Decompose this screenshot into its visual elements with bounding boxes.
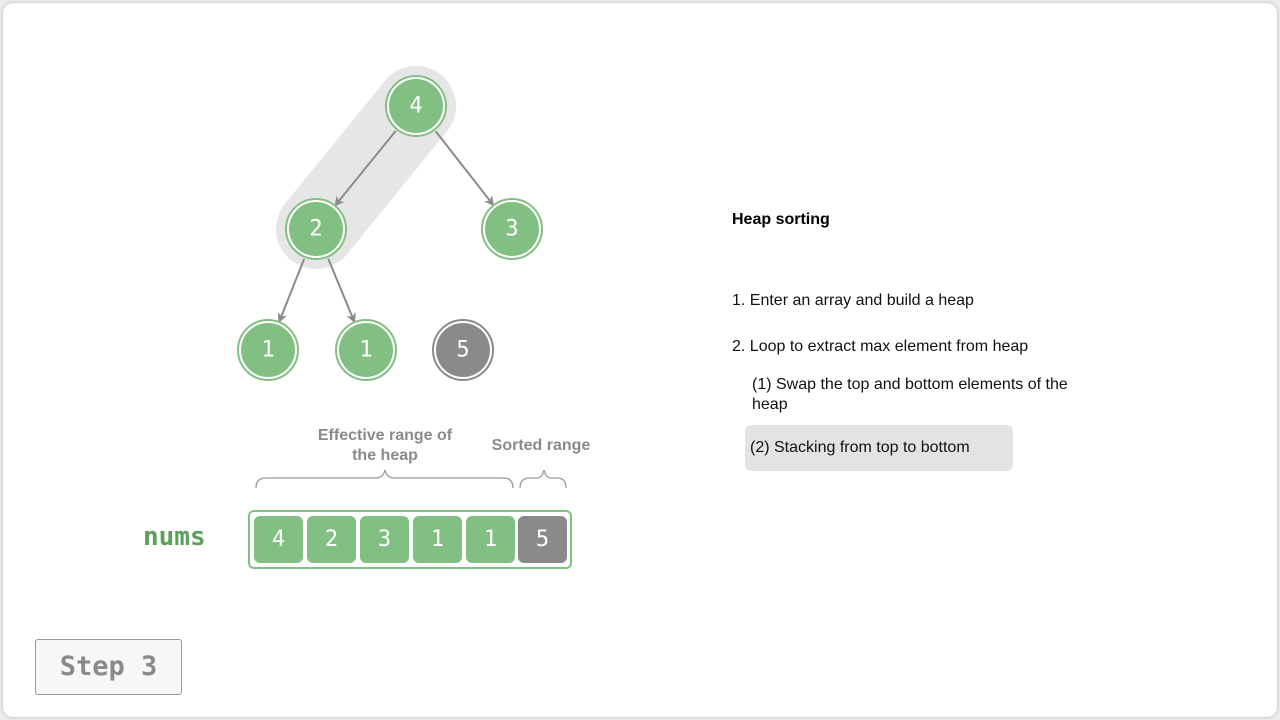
array-name-label: nums <box>143 522 206 552</box>
tree-edge <box>434 130 495 207</box>
tree-edges <box>277 130 495 324</box>
array-cell: 2 <box>307 516 356 563</box>
tree-node-value: 2 <box>309 217 322 242</box>
tree-node: 1 <box>237 319 299 381</box>
tree-node: 5 <box>432 319 494 381</box>
sorted-range-brace <box>519 469 567 489</box>
tree-node-value: 4 <box>409 94 422 119</box>
tree-node: 4 <box>385 75 447 137</box>
array-cell: 1 <box>413 516 462 563</box>
panel-substep-2: (2) Stacking from top to bottom <box>750 439 970 456</box>
effective-range-label: Effective range of the heap <box>317 427 453 464</box>
array-cell: 1 <box>466 516 515 563</box>
array-cell: 4 <box>254 516 303 563</box>
tree-node-value: 1 <box>261 338 274 363</box>
panel-step-2: 2. Loop to extract max element from heap <box>732 338 1029 355</box>
panel-substep-1: (1) Swap the top and bottom elements of … <box>752 376 1068 413</box>
array-cell: 5 <box>518 516 567 563</box>
array-cell: 3 <box>360 516 409 563</box>
tree-edge <box>277 258 306 324</box>
tree-nodes: 4 2 3 1 1 5 <box>237 75 543 381</box>
canvas-frame <box>3 3 1277 717</box>
tree-edge <box>334 130 397 207</box>
tree-node: 3 <box>481 198 543 260</box>
tree-edge <box>327 258 356 324</box>
array-container: 4 2 3 1 1 5 <box>248 510 572 569</box>
tree-node: 1 <box>335 319 397 381</box>
panel-title: Heap sorting <box>732 211 830 228</box>
tree-node: 2 <box>285 198 347 260</box>
sorted-range-label: Sorted range <box>491 437 591 454</box>
tree-node-value: 1 <box>359 338 372 363</box>
tree-node-value: 5 <box>456 338 469 363</box>
step-indicator: Step 3 <box>35 639 182 695</box>
panel-step-1: 1. Enter an array and build a heap <box>732 292 974 309</box>
current-step-highlight <box>745 425 1013 471</box>
tree-node-value: 3 <box>505 217 518 242</box>
effective-range-brace <box>255 469 514 489</box>
